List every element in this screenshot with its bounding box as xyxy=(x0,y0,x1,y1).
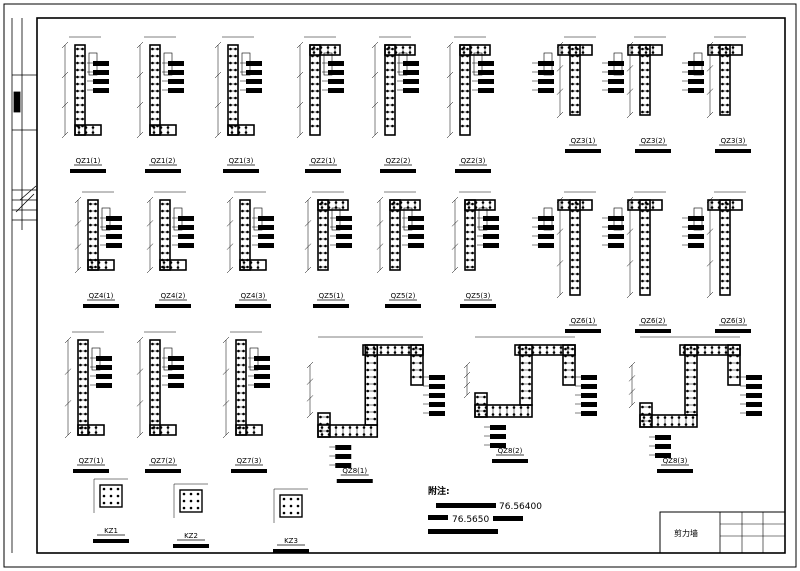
l-wall-detail: QZ8(1) xyxy=(306,336,445,483)
column-detail: QZ7(2) xyxy=(136,331,184,473)
detail-label: QZ7(2) xyxy=(151,457,176,465)
column-detail: QZ3(1) xyxy=(532,36,601,153)
detail-label: QZ3(1) xyxy=(571,137,596,145)
detail-label: QZ8(1) xyxy=(342,467,367,475)
column-detail: QZ3(3) xyxy=(682,36,751,153)
title-block: 剪力墙 xyxy=(659,511,786,554)
column-detail: QZ6(1) xyxy=(532,191,601,333)
margin-strip xyxy=(11,18,37,553)
column-detail: QZ5(1) xyxy=(304,191,352,308)
detail-label: QZ4(2) xyxy=(161,292,186,300)
column-detail: QZ7(3) xyxy=(222,331,270,473)
column-detail: QZ1(1) xyxy=(61,36,109,173)
l-wall-detail: QZ8(3) xyxy=(628,336,762,473)
detail-label: QZ8(3) xyxy=(663,457,688,465)
detail-label: QZ7(3) xyxy=(237,457,262,465)
detail-label: QZ5(2) xyxy=(391,292,416,300)
detail-label: QZ4(3) xyxy=(241,292,266,300)
column-detail: QZ2(1) xyxy=(296,36,344,173)
column-detail: QZ2(2) xyxy=(371,36,419,173)
detail-label: QZ2(1) xyxy=(311,157,336,165)
detail-label: KZ2 xyxy=(184,532,198,540)
detail-label: QZ5(3) xyxy=(466,292,491,300)
outer-frame xyxy=(3,3,797,568)
detail-label: QZ6(3) xyxy=(721,317,746,325)
column-details: QZ1(1) QZ1(2) QZ1(3) QZ2(1) QZ2(2) QZ2(3) QZ3(… xyxy=(61,36,762,553)
inner-frame xyxy=(36,17,786,554)
detail-label: QZ2(2) xyxy=(386,157,411,165)
small-column-detail: KZ3 xyxy=(273,488,309,553)
detail-label: QZ8(2) xyxy=(498,447,523,455)
detail-label: QZ3(3) xyxy=(721,137,746,145)
small-column-detail: KZ2 xyxy=(173,483,209,548)
detail-label: QZ3(2) xyxy=(641,137,666,145)
column-detail: QZ1(3) xyxy=(214,36,262,173)
column-detail: QZ3(2) xyxy=(602,36,671,153)
title-block-name: 剪力墙 xyxy=(674,528,698,538)
detail-label: QZ6(1) xyxy=(571,317,596,325)
column-detail: QZ5(2) xyxy=(376,191,424,308)
detail-label: QZ1(1) xyxy=(76,157,101,165)
column-detail: QZ6(3) xyxy=(682,191,751,333)
notes-line1-number: 76.56400 xyxy=(499,502,542,512)
column-detail: QZ5(3) xyxy=(451,191,499,308)
column-detail: QZ4(2) xyxy=(146,191,194,308)
detail-label: QZ4(1) xyxy=(89,292,114,300)
detail-label: QZ7(1) xyxy=(79,457,104,465)
small-column-detail: KZ1 xyxy=(93,478,129,543)
detail-label: QZ1(3) xyxy=(229,157,254,165)
column-detail: QZ6(2) xyxy=(602,191,671,333)
detail-label: QZ2(3) xyxy=(461,157,486,165)
column-detail: QZ2(3) xyxy=(446,36,494,173)
detail-label: KZ1 xyxy=(104,527,118,535)
notes-line2-number: 76.5650 xyxy=(452,515,489,525)
l-wall-detail: QZ8(2) xyxy=(463,336,597,463)
column-detail: QZ4(3) xyxy=(226,191,274,308)
column-detail: QZ4(1) xyxy=(74,191,122,308)
notes-heading: 附注: xyxy=(428,485,450,497)
detail-label: QZ6(2) xyxy=(641,317,666,325)
detail-label: QZ1(2) xyxy=(151,157,176,165)
notes-block: 附注: 76.56400 76.5650 xyxy=(428,485,542,534)
column-detail: QZ1(2) xyxy=(136,36,184,173)
detail-label: KZ3 xyxy=(284,537,298,545)
column-detail: QZ7(1) xyxy=(64,331,112,473)
detail-label: QZ5(1) xyxy=(319,292,344,300)
